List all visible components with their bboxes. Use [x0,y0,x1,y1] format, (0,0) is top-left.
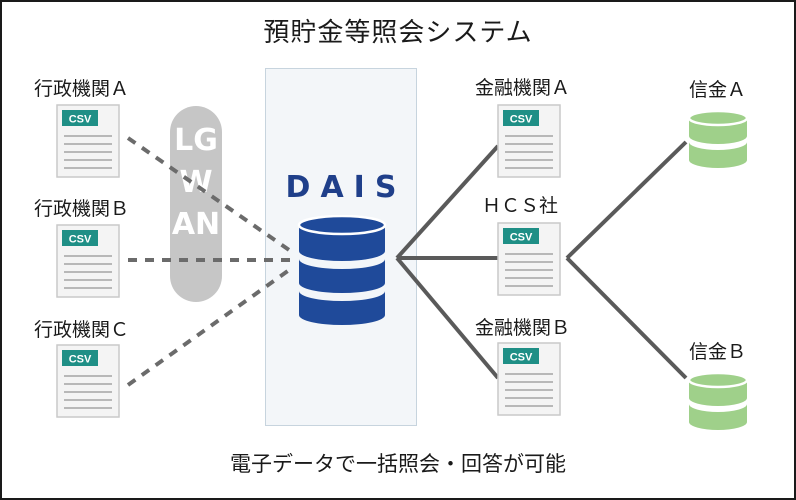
link-institution-a [395,144,500,260]
link-institution-b [395,256,500,380]
dais-label: DAIS [285,170,407,205]
svg-text:CSV: CSV [510,232,533,244]
diagram-footer-caption: 電子データで一括照会・回答が可能 [230,452,566,476]
agency-b-label: 行政機関Ｂ [34,198,130,220]
lgwan-label: LGWAN [171,123,221,242]
svg-text:CSV: CSV [510,114,533,126]
institution-b-label: 金融機関Ｂ [475,317,571,339]
bank-a-label: 信金Ａ [689,79,747,101]
svg-text:CSV: CSV [69,114,92,126]
agency-a-label: 行政機関Ａ [34,78,130,100]
csv-document-icon: CSV [497,222,561,296]
svg-text:CSV: CSV [510,352,533,364]
svg-text:CSV: CSV [69,354,92,366]
link-bank-b [565,256,688,380]
agency-c-label: 行政機関Ｃ [34,319,130,341]
lgwan-band [170,106,222,302]
csv-document-icon: CSV [497,104,561,178]
dashed-link-agency-a [126,136,294,254]
csv-document-icon: CSV [56,224,120,298]
diagram-title: 預貯金等照会システム [263,18,533,48]
csv-document-icon: CSV [56,344,120,418]
csv-document-icon: CSV [497,342,561,416]
link-bank-a [565,140,688,260]
bank-b-label: 信金Ｂ [689,341,747,363]
dais-database-icon [297,215,387,325]
csv-document-icon: CSV [56,104,120,178]
hcs-label: ＨＣＳ社 [482,195,559,217]
bank-b-database-icon [687,371,749,430]
svg-text:CSV: CSV [69,234,92,246]
dashed-link-agency-c [126,266,294,387]
institution-a-label: 金融機関Ａ [475,77,571,99]
bank-a-database-icon [687,109,749,168]
